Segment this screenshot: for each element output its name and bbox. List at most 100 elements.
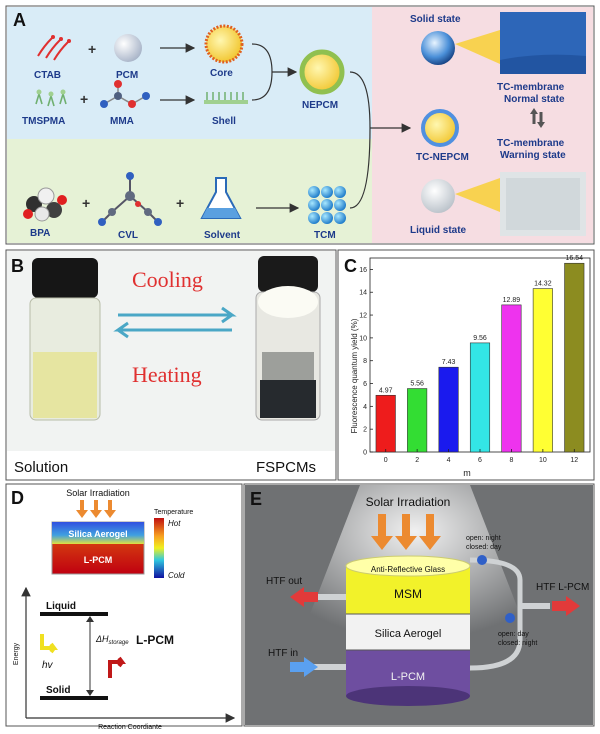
panel-b: B Solution Cooling Heating FSPCMs — [5, 249, 337, 481]
e-pipe-in — [300, 664, 346, 670]
c-x-tick-label: 10 — [539, 457, 547, 464]
d-hv-label: hv — [42, 660, 54, 671]
fspcm-vial-cap — [258, 256, 318, 292]
c-bar-value-label: 5.56 — [410, 381, 424, 388]
panel-a: A CTAB + PCM Core TMSPMA + — [5, 5, 595, 245]
c-bar-value-label: 16.54 — [566, 255, 584, 262]
panel-d: D Solar Irradiation Silica Aerogel L-PCM… — [5, 483, 243, 731]
label-solid-state: Solid state — [410, 14, 461, 25]
c-bar — [375, 394, 396, 453]
c-x-tick-label: 4 — [447, 457, 451, 464]
panel-a-letter: A — [13, 10, 26, 30]
d-liquid-label: Liquid — [46, 601, 76, 612]
e-valve-top-1: open: night — [466, 535, 501, 542]
d-energy-label: Energy — [13, 642, 20, 665]
panel-c: C Fluorescence quantum yield (%) m 02468… — [337, 249, 595, 481]
plus-sign: + — [82, 195, 90, 211]
c-y-tick-label: 2 — [363, 427, 367, 434]
d-hv-arrow-icon — [40, 634, 58, 654]
e-htf-out-label: HTF out — [266, 576, 302, 587]
e-cyl-bottom — [346, 686, 470, 706]
label-core: Core — [210, 68, 233, 79]
pcm-sphere-icon — [114, 34, 142, 62]
label-warning-2: Warning state — [500, 150, 566, 161]
c-x-tick-label: 12 — [570, 457, 578, 464]
c-x-tick-label: 6 — [478, 457, 482, 464]
c-x-axis-label: m — [463, 468, 471, 478]
d-silica-label: Silica Aerogel — [68, 529, 127, 539]
tc-nepcm-particle-icon — [421, 109, 459, 147]
label-mma: MMA — [110, 116, 134, 127]
e-silica-label: Silica Aerogel — [375, 628, 442, 640]
label-bpa: BPA — [30, 228, 50, 239]
bpa-molecule-icon — [23, 187, 67, 222]
c-bar-value-label: 4.97 — [379, 387, 393, 394]
label-cooling: Cooling — [132, 267, 203, 292]
label-tmspma: TMSPMA — [22, 116, 65, 127]
label-tc-nepcm: TC-NEPCM — [416, 152, 469, 163]
c-bar — [501, 304, 522, 453]
d-cold-label: Cold — [168, 571, 185, 580]
fspcm-foam — [258, 286, 318, 318]
d-lpcm-box-label: L-PCM — [84, 555, 113, 565]
e-arrow-htf-lpcm — [552, 596, 580, 616]
label-normal-1: TC-membrane — [497, 82, 565, 93]
e-valve-top-2: closed: day — [466, 544, 502, 551]
d-lpcm-label: L-PCM — [136, 633, 174, 647]
fspcm-solid — [260, 380, 316, 418]
e-valve-bot-2: closed: night — [498, 640, 537, 647]
c-x-tick-label: 0 — [384, 457, 388, 464]
c-bar — [407, 388, 428, 453]
solution-vial-cap — [32, 258, 98, 298]
label-shell: Shell — [212, 116, 236, 127]
membrane-texture — [506, 178, 580, 230]
c-y-tick-label: 14 — [359, 290, 367, 297]
e-htf-in-label: HTF in — [268, 648, 298, 659]
c-bar-value-label: 9.56 — [473, 335, 487, 342]
arrow-heating — [113, 321, 232, 339]
e-htf-lpcm-label: HTF L-PCM — [536, 582, 589, 593]
panel-e: E Solar Irradiation Anti-Reflective Glas… — [243, 483, 595, 727]
plus-sign: + — [80, 91, 88, 107]
plus-sign: + — [176, 195, 184, 211]
c-bar-value-label: 12.89 — [503, 297, 521, 304]
fspcm-haze — [262, 352, 314, 380]
liquid-state-sphere-icon — [421, 179, 455, 213]
d-hot-label: Hot — [168, 519, 181, 528]
c-plot-area: 02468101214164.9705.5627.4349.56612.8981… — [359, 255, 591, 464]
e-pipe-bottom-loop — [469, 606, 523, 671]
light-beam-solid — [455, 30, 500, 64]
e-lpcm-label: L-PCM — [391, 671, 425, 683]
e-solar-arrows-icon — [371, 514, 441, 550]
d-temperature-bar — [154, 518, 164, 578]
ctab-molecules-icon — [37, 35, 71, 61]
c-y-tick-label: 4 — [363, 404, 367, 411]
panel-b-letter: B — [11, 256, 24, 276]
e-arrow-htf-out — [290, 587, 318, 607]
d-aerogel-layer — [52, 522, 144, 544]
c-bar-value-label: 7.43 — [442, 359, 456, 366]
d-solar-arrows-icon — [76, 500, 116, 518]
label-liquid-state: Liquid state — [410, 225, 467, 236]
d-dh-subscript: storage — [109, 640, 130, 646]
e-silica-layer — [346, 614, 470, 650]
c-y-tick-label: 16 — [359, 267, 367, 274]
c-x-tick-label: 8 — [509, 457, 513, 464]
plus-sign: + — [88, 41, 96, 57]
e-arrow-htf-in — [290, 657, 318, 677]
panel-d-letter: D — [11, 488, 24, 508]
c-y-tick-label: 12 — [359, 313, 367, 320]
c-bar — [469, 342, 491, 453]
solution-liquid — [33, 352, 97, 418]
label-solvent: Solvent — [204, 230, 241, 241]
c-bar — [532, 288, 553, 453]
label-tcm: TCM — [314, 230, 336, 241]
d-solar-label: Solar Irradiation — [66, 488, 130, 498]
e-msm-label: MSM — [394, 587, 422, 601]
e-glass-top — [345, 555, 471, 577]
label-warning-1: TC-membrane — [497, 138, 565, 149]
membrane-shade — [500, 54, 586, 74]
caption-solution: Solution — [14, 459, 68, 476]
core-micelle-icon — [204, 24, 244, 64]
